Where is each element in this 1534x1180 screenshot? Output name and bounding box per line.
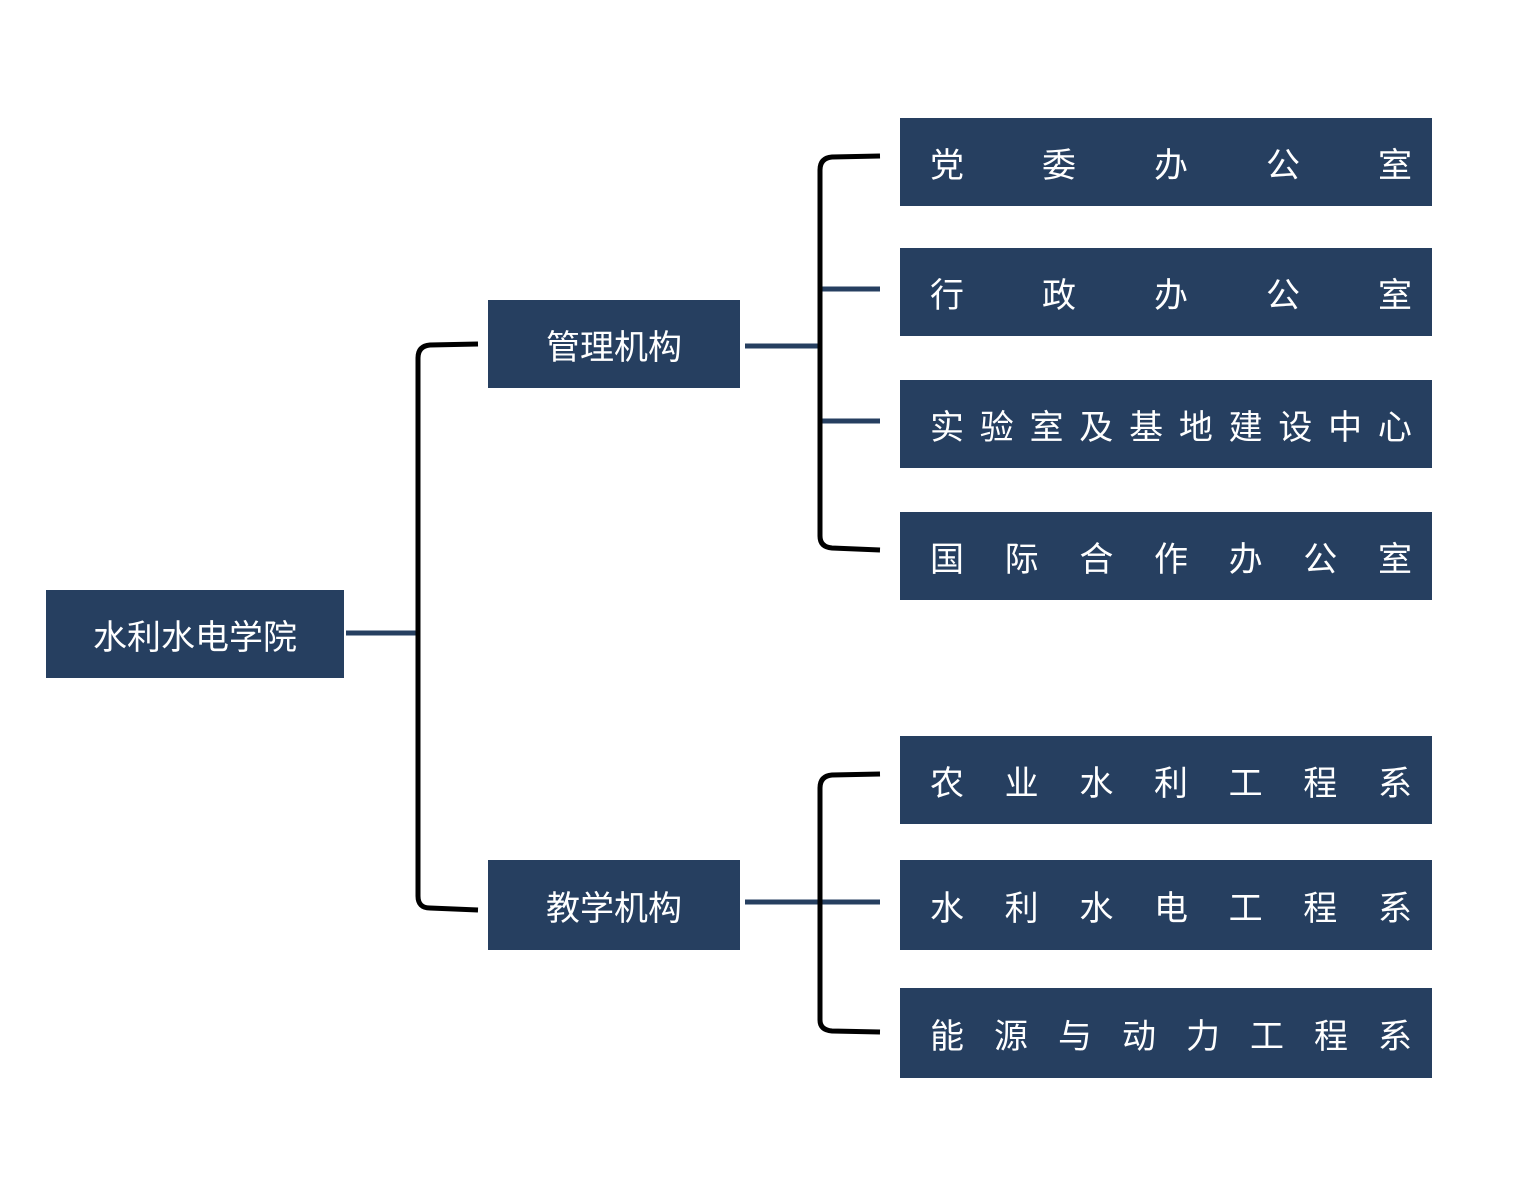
- leaf-node-char: 基: [1129, 407, 1164, 448]
- leaf-node-char: 电: [1153, 888, 1188, 929]
- leaf-node-char: 工: [1228, 763, 1263, 804]
- leaf-node-char: 水: [930, 888, 964, 929]
- leaf-node-char: 行: [930, 275, 964, 316]
- leaf-node-char: 际: [1004, 539, 1039, 580]
- leaf-node-char: 程: [1303, 763, 1338, 804]
- leaf-node-char: 地: [1178, 407, 1213, 448]
- leaf-node-char: 系: [1378, 1016, 1412, 1057]
- leaf-node-char: 党: [930, 145, 964, 186]
- leaf-node-char: 能: [930, 1016, 964, 1057]
- leaf-node-char: 办: [1154, 275, 1188, 316]
- leaf-node-char: 室: [1378, 275, 1412, 316]
- leaf-node-char: 合: [1079, 539, 1114, 580]
- leaf-node: 农业水利工程系: [900, 736, 1432, 824]
- leaf-node-char: 办: [1228, 539, 1263, 580]
- leaf-node-char: 室: [1377, 539, 1412, 580]
- teach-bracket: [817, 771, 881, 1035]
- leaf-node-char: 农: [930, 763, 964, 804]
- leaf-node-char: 系: [1377, 888, 1412, 929]
- leaf-node-char: 公: [1266, 275, 1300, 316]
- leaf-node-char: 验: [979, 407, 1014, 448]
- leaf-node-char: 委: [1042, 145, 1076, 186]
- leaf-node-char: 系: [1377, 763, 1412, 804]
- leaf-node-char: 与: [1058, 1016, 1092, 1057]
- leaf-node-char: 业: [1004, 763, 1039, 804]
- leaf-node-char: 公: [1266, 145, 1300, 186]
- leaf-node: 能源与动力工程系: [900, 988, 1432, 1078]
- root-node-label: 水利水电学院: [93, 617, 297, 658]
- leaf-node-char: 利: [1004, 888, 1039, 929]
- mgmt-bracket: [817, 153, 881, 553]
- branch-node-management: 管理机构: [488, 300, 740, 388]
- leaf-node-char: 力: [1186, 1016, 1220, 1057]
- leaf-node-char: 心: [1377, 407, 1412, 448]
- leaf-node-char: 建: [1228, 407, 1263, 448]
- leaf-node-char: 室: [1378, 145, 1412, 186]
- branch-node-label: 教学机构: [546, 888, 682, 929]
- leaf-node-char: 室: [1029, 407, 1064, 448]
- leaf-node-char: 及: [1079, 407, 1114, 448]
- leaf-node-char: 水: [1079, 888, 1114, 929]
- leaf-node-char: 实: [930, 407, 964, 448]
- leaf-node-char: 工: [1250, 1016, 1284, 1057]
- branch-node-teaching: 教学机构: [488, 860, 740, 950]
- leaf-node-char: 国: [930, 539, 964, 580]
- leaf-node-char: 利: [1153, 763, 1188, 804]
- leaf-node-char: 作: [1153, 539, 1188, 580]
- leaf-node-char: 源: [994, 1016, 1028, 1057]
- leaf-node: 水利水电工程系: [900, 860, 1432, 950]
- leaf-node-char: 设: [1278, 407, 1313, 448]
- root-bracket: [415, 341, 479, 913]
- leaf-node-char: 程: [1303, 888, 1338, 929]
- leaf-node-char: 工: [1228, 888, 1263, 929]
- leaf-node-char: 政: [1042, 275, 1076, 316]
- leaf-node-char: 水: [1079, 763, 1114, 804]
- leaf-node: 国际合作办公室: [900, 512, 1432, 600]
- leaf-node: 行政办公室: [900, 248, 1432, 336]
- leaf-node-char: 办: [1154, 145, 1188, 186]
- root-node: 水利水电学院: [46, 590, 344, 678]
- leaf-node-char: 程: [1314, 1016, 1348, 1057]
- leaf-node-char: 中: [1328, 407, 1363, 448]
- leaf-node: 实验室及基地建设中心: [900, 380, 1432, 468]
- branch-node-label: 管理机构: [546, 327, 682, 368]
- leaf-node: 党委办公室: [900, 118, 1432, 206]
- leaf-node-char: 动: [1122, 1016, 1156, 1057]
- leaf-node-char: 公: [1303, 539, 1338, 580]
